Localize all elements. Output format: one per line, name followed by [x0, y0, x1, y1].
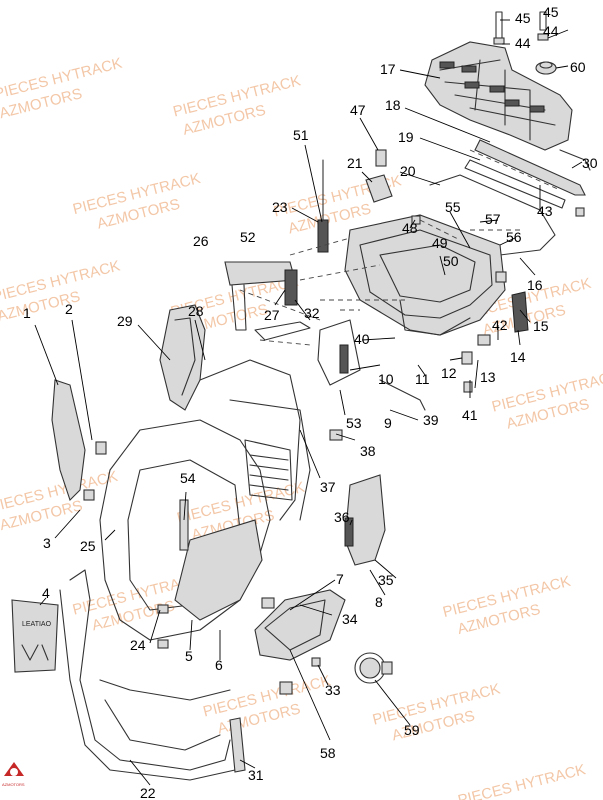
- part-number-label: 20: [400, 163, 416, 179]
- part-number-label: 56: [506, 229, 522, 245]
- small-brackets: [317, 149, 393, 253]
- logo-text: AZMOTORS: [2, 782, 25, 787]
- leader-lines: [34, 19, 583, 786]
- part-number-label: 50: [443, 253, 459, 269]
- part-number-label: 2: [65, 301, 73, 317]
- round-lamp: [354, 652, 393, 684]
- part-number-label: 7: [336, 571, 344, 587]
- part-number-label: 29: [117, 313, 133, 329]
- part-number-label: 38: [360, 443, 376, 459]
- part-number-label: 30: [582, 155, 598, 171]
- front-fender: [99, 359, 311, 641]
- part-number-label: 6: [215, 657, 223, 673]
- part-number-label: 16: [527, 277, 543, 293]
- part-number-label: 37: [320, 479, 336, 495]
- part-number-label: 44: [515, 35, 531, 51]
- watermark-line1: PIECES HYTRACK: [456, 761, 587, 800]
- part-number-label: 44: [543, 23, 559, 39]
- azmotors-logo-icon: AZMOTORS: [2, 762, 25, 787]
- part-number-label: 32: [304, 305, 320, 321]
- part-number-label: 17: [380, 61, 396, 77]
- part-number-label: 31: [248, 767, 264, 783]
- side-cover-left: [159, 304, 206, 411]
- part-number-label: 11: [415, 371, 430, 387]
- part-number-label: 41: [462, 407, 478, 423]
- part-number-label: 49: [432, 235, 448, 251]
- left-cover: [51, 379, 107, 502]
- headlight: [254, 589, 346, 695]
- part-number-label: 40: [354, 331, 370, 347]
- part-number-label: 8: [375, 594, 383, 610]
- decal-text: LEATIAO: [22, 621, 52, 628]
- part-number-label: 57: [485, 211, 501, 227]
- part-number-label: 24: [130, 637, 146, 653]
- part-number-label: 53: [346, 415, 362, 431]
- part-number-label: 59: [404, 722, 420, 738]
- part-number-label: 3: [43, 535, 51, 551]
- part-number-label: 47: [350, 102, 366, 118]
- part-number-label: 1: [23, 305, 31, 321]
- misc-fasteners: [157, 207, 585, 667]
- right-cover: [317, 319, 386, 566]
- storage-box: [344, 214, 506, 336]
- part-number-label: 5: [185, 648, 193, 664]
- rack-bars: [429, 139, 591, 256]
- part-number-label: 39: [423, 412, 439, 428]
- part-number-label: 51: [293, 127, 309, 143]
- part-number-label: 52: [240, 229, 256, 245]
- front-bumper: [59, 569, 246, 781]
- part-number-label: 14: [510, 349, 526, 365]
- part-number-label: 42: [492, 317, 508, 333]
- part-number-label: 28: [188, 303, 204, 319]
- assembly-lines: [239, 149, 561, 346]
- rear-rack: [424, 41, 573, 151]
- part-number-label: 60: [570, 59, 586, 75]
- part-number-label: 21: [347, 155, 363, 171]
- part-number-label: 58: [320, 745, 336, 761]
- part-number-label: 23: [272, 199, 288, 215]
- part-number-label: 25: [80, 538, 96, 554]
- part-number-label: 45: [515, 10, 531, 26]
- part-number-label: 19: [398, 129, 414, 145]
- part-number-label: 18: [385, 97, 401, 113]
- part-number-label: 26: [193, 233, 209, 249]
- cap-nut: [535, 61, 557, 75]
- part-number-label: 4: [42, 585, 50, 601]
- part-number-label: 15: [533, 318, 549, 334]
- part-number-label: 9: [384, 415, 392, 431]
- part-number-label: 22: [140, 785, 156, 800]
- part-number-label: 13: [480, 369, 496, 385]
- part-number-label: 34: [342, 611, 358, 627]
- rack-bolts: [493, 11, 549, 45]
- upper-brackets: [224, 261, 311, 341]
- part-number-label: 45: [543, 4, 559, 20]
- part-number-label: 33: [325, 682, 341, 698]
- part-number-label: 36: [334, 509, 350, 525]
- part-number-label: 43: [537, 203, 553, 219]
- part-number-label: 48: [402, 220, 418, 236]
- part-number-label: 35: [378, 572, 394, 588]
- part-number-label: 10: [378, 371, 394, 387]
- part-number-label: 27: [264, 307, 280, 323]
- part-number-label: 55: [445, 199, 461, 215]
- decal-plate: LEATIAO: [11, 599, 59, 673]
- part-number-label: 54: [180, 470, 196, 486]
- part-number-label: 12: [441, 365, 457, 381]
